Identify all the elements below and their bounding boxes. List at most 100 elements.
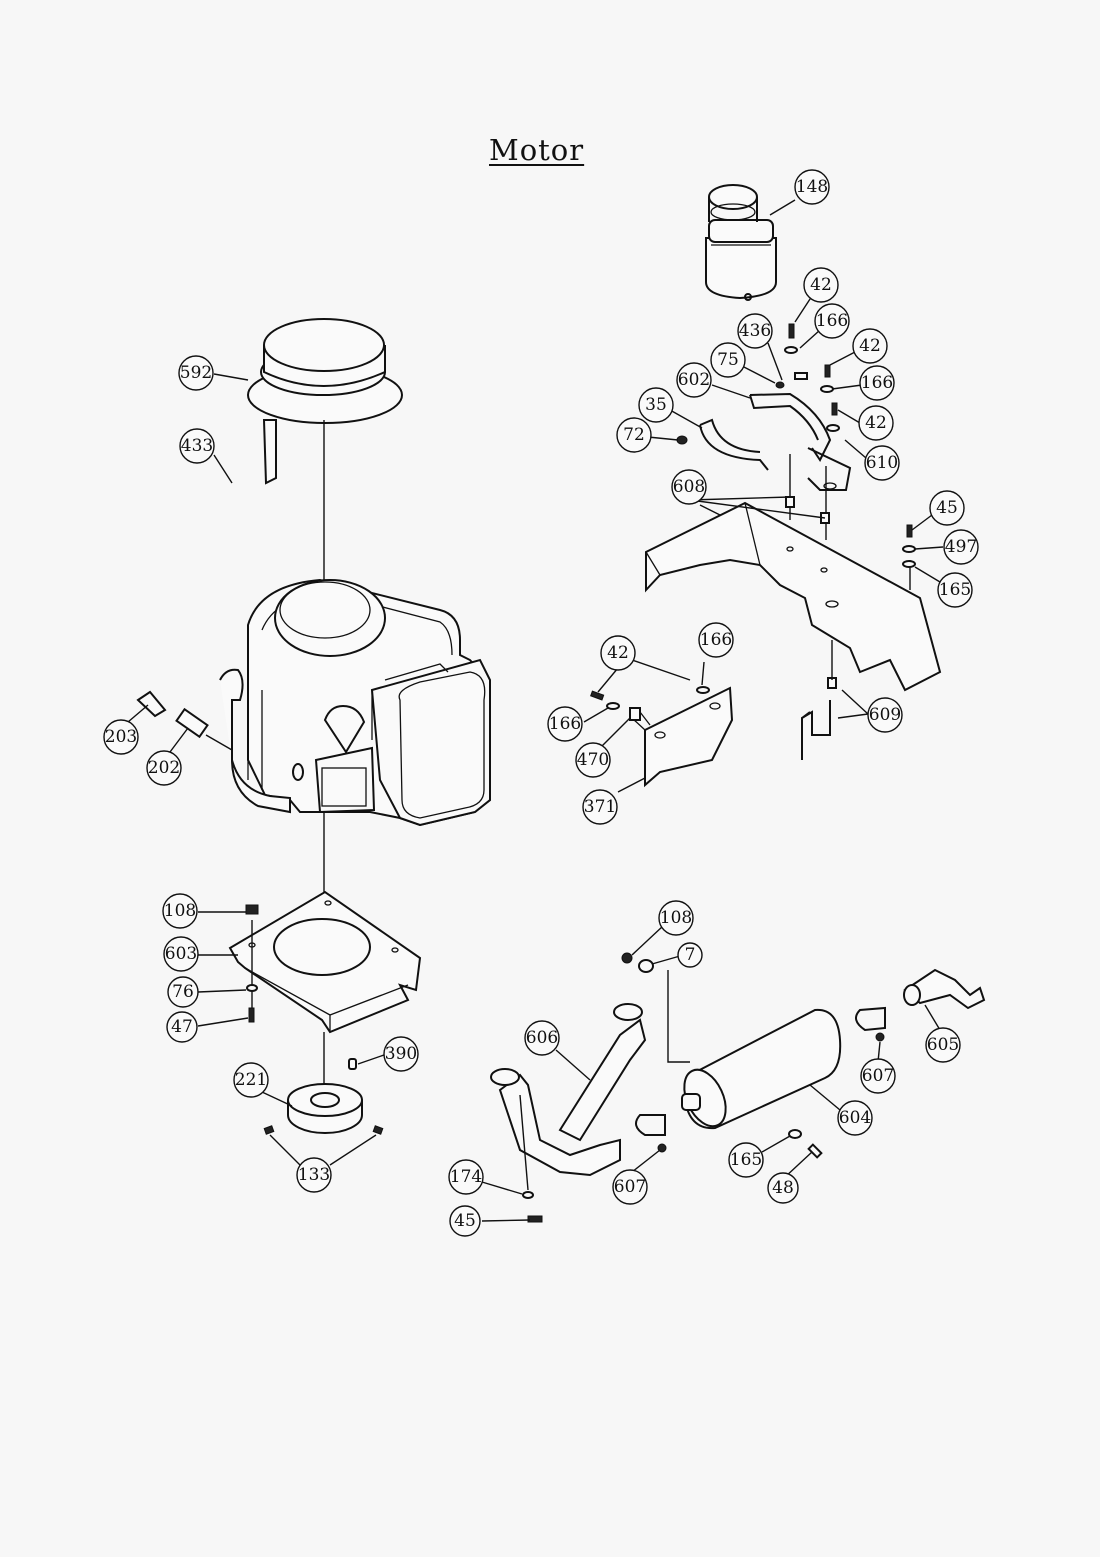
callout: 436 — [737, 313, 773, 349]
callout: 174 — [448, 1159, 484, 1195]
callout: 75 — [710, 342, 746, 378]
engine-drawing — [219, 578, 492, 950]
bracket-drawing — [699, 392, 852, 491]
callout: 592 — [178, 355, 214, 391]
callout: 133 — [296, 1157, 332, 1193]
callout-label: 606 — [526, 1028, 558, 1048]
callout: 165 — [728, 1142, 764, 1178]
callout-label: 436 — [739, 321, 771, 341]
callout: 371 — [582, 789, 618, 825]
callout-label: 174 — [450, 1167, 482, 1187]
callout: 76 — [167, 976, 199, 1008]
callout-label: 45 — [936, 498, 958, 518]
callout: 7 — [677, 942, 703, 968]
callout-label: 221 — [235, 1070, 267, 1090]
callout-label: 610 — [866, 453, 898, 473]
callout-label: 35 — [645, 395, 667, 415]
callout-label: 607 — [614, 1177, 646, 1197]
callout: 610 — [864, 445, 900, 481]
oil-reservoir-drawing — [705, 184, 777, 301]
callout: 108 — [162, 893, 198, 929]
callout-label: 609 — [869, 705, 901, 725]
callout: 42 — [852, 328, 888, 364]
callout-label: 608 — [673, 477, 705, 497]
callout-label: 166 — [816, 311, 848, 331]
callout: 202 — [146, 750, 182, 786]
callout: 45 — [449, 1205, 481, 1237]
callout: 605 — [925, 1027, 961, 1063]
exhaust-pipe-drawing — [490, 1003, 647, 1223]
callout-label: 72 — [623, 425, 645, 445]
callout: 390 — [383, 1036, 419, 1072]
callout: 221 — [233, 1062, 269, 1098]
callouts: 148 42 436 166 75 42 602 166 35 42 72 61… — [103, 169, 979, 1237]
callout-label: 166 — [861, 373, 893, 393]
callout: 45 — [929, 490, 965, 526]
muffler-drawing — [621, 952, 986, 1159]
callout-label: 371 — [584, 797, 616, 817]
callout: 108 — [658, 900, 694, 936]
callout: 607 — [860, 1058, 896, 1094]
callout-label: 602 — [678, 370, 710, 390]
callout-label: 470 — [577, 750, 609, 770]
callout: 35 — [638, 387, 674, 423]
callout: 470 — [575, 742, 611, 778]
callout-label: 108 — [164, 901, 196, 921]
leader-lines — [127, 199, 944, 1222]
callout: 604 — [837, 1100, 873, 1136]
callout: 47 — [166, 1011, 198, 1043]
callout-label: 7 — [685, 945, 696, 965]
callout-label: 604 — [839, 1108, 871, 1128]
callout: 608 — [671, 469, 707, 505]
callout-label: 592 — [180, 363, 212, 383]
callout-label: 45 — [454, 1211, 476, 1231]
callout-label: 108 — [660, 908, 692, 928]
callout: 42 — [858, 405, 894, 441]
air-filter-drawing — [247, 318, 403, 600]
callout-label: 76 — [172, 982, 194, 1002]
callout-label: 497 — [945, 537, 977, 557]
callout-label: 42 — [865, 413, 887, 433]
callout-label: 433 — [181, 436, 213, 456]
callout: 433 — [179, 428, 215, 464]
callout-label: 166 — [549, 714, 581, 734]
callout: 609 — [867, 697, 903, 733]
callout: 42 — [600, 635, 636, 671]
callout-label: 390 — [385, 1044, 417, 1064]
callout: 165 — [937, 572, 973, 608]
callout-label: 165 — [939, 580, 971, 600]
callout: 72 — [616, 417, 652, 453]
callout-label: 605 — [927, 1035, 959, 1055]
callout: 42 — [803, 267, 839, 303]
callout: 166 — [698, 622, 734, 658]
drain-fittings-drawing — [136, 690, 233, 751]
callout-label: 165 — [730, 1150, 762, 1170]
callout-label: 47 — [171, 1017, 193, 1037]
pulley-drawing — [263, 1032, 384, 1135]
callout: 607 — [612, 1169, 648, 1205]
callout: 166 — [859, 365, 895, 401]
callout: 603 — [163, 936, 199, 972]
callout-label: 607 — [862, 1066, 894, 1086]
callout: 48 — [767, 1172, 799, 1204]
callout-label: 202 — [148, 758, 180, 778]
callout-label: 603 — [165, 944, 197, 964]
callout: 148 — [794, 169, 830, 205]
callout-label: 42 — [607, 643, 629, 663]
callout-label: 148 — [796, 177, 828, 197]
callout-label: 75 — [717, 350, 739, 370]
mount-plate-drawing — [228, 890, 422, 1070]
heat-shield-drawing — [645, 454, 942, 692]
callout-label: 42 — [859, 336, 881, 356]
callout: 602 — [676, 362, 712, 398]
page-title: Motor — [489, 133, 585, 167]
callout-label: 203 — [105, 727, 137, 747]
callout: 497 — [943, 529, 979, 565]
callout-label: 166 — [700, 630, 732, 650]
callout: 166 — [814, 303, 850, 339]
callout-label: 48 — [772, 1178, 794, 1198]
small-brackets-drawing — [630, 640, 837, 788]
callout: 203 — [103, 719, 139, 755]
